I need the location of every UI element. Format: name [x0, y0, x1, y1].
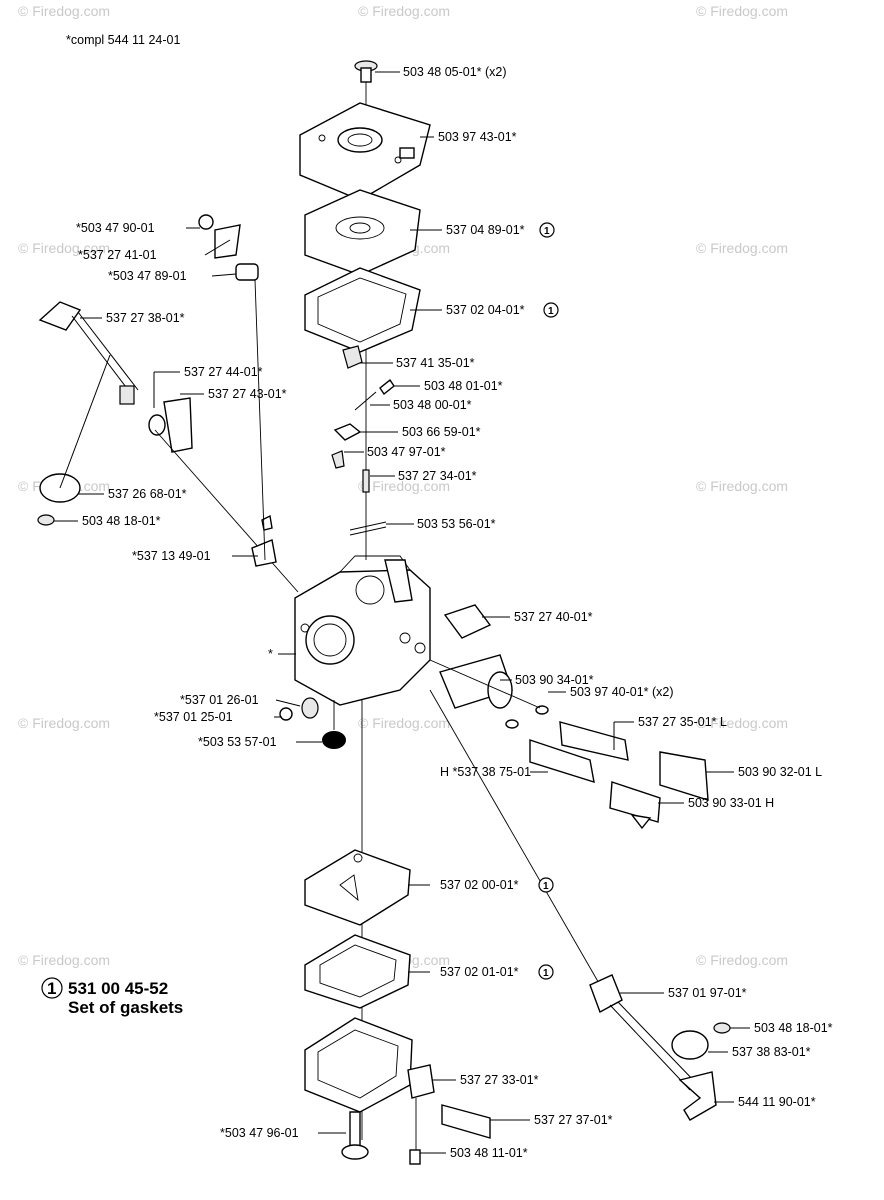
- part-label: 503 48 11-01*: [450, 1146, 528, 1160]
- part-label: *537 27 41-01: [78, 248, 157, 262]
- compl-note: *compl 544 11 24-01: [66, 33, 180, 47]
- part-label: 503 48 01-01*: [424, 379, 503, 393]
- watermark: © Firedog.com: [18, 952, 110, 968]
- watermark: © Firedog.com: [18, 3, 110, 19]
- part-label: 537 27 35-01* L: [638, 715, 727, 729]
- watermark: © Firedog.com: [696, 952, 788, 968]
- gasket-set-legend: 1 531 00 45-52 Set of gaskets: [41, 977, 183, 1017]
- legend-description: Set of gaskets: [68, 998, 183, 1017]
- watermark: © Firedog.com: [358, 478, 450, 494]
- part-label: 537 27 43-01*: [208, 387, 287, 401]
- watermark: © Firedog.com: [18, 715, 110, 731]
- pump-diaphragm: [304, 189, 421, 276]
- part-label: 503 97 43-01*: [438, 130, 517, 144]
- part-label: 537 02 00-01*: [440, 878, 519, 892]
- part-labels: 503 48 05-01* (x2) 503 97 43-01* 537 04 …: [76, 65, 833, 1160]
- part-label: 503 47 97-01*: [367, 445, 446, 459]
- part-label: 537 27 33-01*: [460, 1073, 539, 1087]
- gasket-markers: 1 1 1 1: [538, 222, 559, 980]
- watermark: © Firedog.com: [696, 478, 788, 494]
- part-label: *537 13 49-01: [132, 549, 211, 563]
- part-label: 537 01 97-01*: [668, 986, 747, 1000]
- part-label: *503 47 96-01: [220, 1126, 299, 1140]
- screw-top: [354, 60, 378, 83]
- part-label: *537 01 25-01: [154, 710, 233, 724]
- part-label: *503 47 89-01: [108, 269, 187, 283]
- watermark: © Firedog.com: [18, 240, 110, 256]
- watermark: © Firedog.com: [696, 240, 788, 256]
- watermark: © Firedog.com: [358, 3, 450, 19]
- part-label: 503 90 32-01 L: [738, 765, 822, 779]
- watermark: © Firedog.com: [696, 715, 788, 731]
- part-label: 503 48 00-01*: [393, 398, 472, 412]
- part-label: 537 41 35-01*: [396, 356, 475, 370]
- part-label: 537 27 44-01*: [184, 365, 263, 379]
- part-label: 503 48 18-01*: [754, 1021, 833, 1035]
- part-label: 503 48 05-01* (x2): [403, 65, 507, 79]
- part-label: *537 01 26-01: [180, 693, 259, 707]
- part-label: 537 02 04-01*: [446, 303, 525, 317]
- part-label: *503 53 57-01: [198, 735, 277, 749]
- gasket-marker: 1: [543, 968, 549, 979]
- part-label: *: [268, 647, 273, 661]
- part-label: 503 90 33-01 H: [688, 796, 774, 810]
- lower-stack: [279, 697, 491, 1165]
- part-label: H *537 38 75-01: [440, 765, 531, 779]
- part-label: 503 48 18-01*: [82, 514, 161, 528]
- part-label: 537 04 89-01*: [446, 223, 525, 237]
- throttle-shaft-assembly: [589, 974, 731, 1121]
- gasket-marker: 1: [543, 881, 549, 892]
- part-label: 537 02 01-01*: [440, 965, 519, 979]
- part-label: 503 97 40-01* (x2): [570, 685, 674, 699]
- adjustment-parts: [429, 604, 709, 830]
- gasket-marker: 1: [544, 226, 550, 237]
- throttle-linkage: [37, 301, 299, 593]
- part-label: 503 90 34-01*: [515, 673, 594, 687]
- watermark: © Firedog.com: [696, 3, 788, 19]
- part-label: 537 38 83-01*: [732, 1045, 811, 1059]
- pump-gasket: [304, 267, 421, 353]
- pump-cover: [299, 102, 431, 201]
- part-label: *503 47 90-01: [76, 221, 155, 235]
- gasket-marker: 1: [548, 306, 554, 317]
- part-label: 537 27 38-01*: [106, 311, 185, 325]
- watermark: © Firedog.com: [358, 715, 450, 731]
- part-label: 544 11 90-01*: [738, 1095, 816, 1109]
- part-label: 537 27 40-01*: [514, 610, 593, 624]
- legend-circle-number: 1: [47, 979, 56, 998]
- part-label: 503 53 56-01*: [417, 517, 496, 531]
- carburetor-body: [294, 555, 431, 706]
- part-label: 537 27 37-01*: [534, 1113, 613, 1127]
- legend-part-number: 531 00 45-52: [68, 979, 168, 998]
- needle-parts: [331, 345, 395, 536]
- leader-lines: [54, 71, 750, 1154]
- part-label: 537 27 34-01*: [398, 469, 477, 483]
- part-label: 503 66 59-01*: [402, 425, 481, 439]
- part-label: 537 26 68-01*: [108, 487, 187, 501]
